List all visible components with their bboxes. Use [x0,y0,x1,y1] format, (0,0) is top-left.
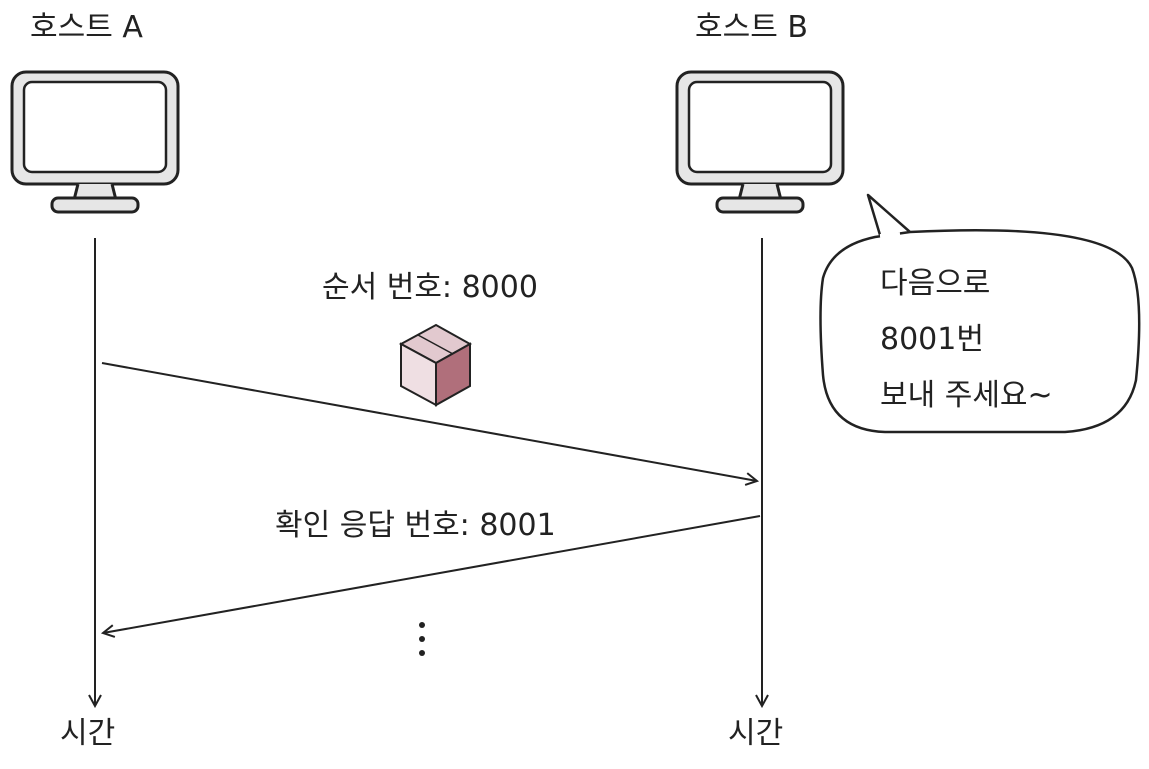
sequence-number-label: 순서 번호: 8000 [322,270,538,305]
speech-bubble [819,193,1141,434]
bubble-line: 다음으로 [880,266,991,301]
speech-bubble-text: 다음으로 8001번 보내 주세요~ [880,256,1053,424]
host-a-label: 호스트 A [30,10,143,45]
host-b-label: 호스트 B [695,10,808,45]
ack-number-label: 확인 응답 번호: 8001 [275,508,556,543]
ack-arrow [103,515,761,633]
host-a-monitor-icon [10,70,180,214]
packet-box-icon [398,323,473,407]
bubble-line: 보내 주세요~ [880,378,1053,413]
host-b-monitor-icon [675,70,845,214]
time-b-label: 시간 [728,716,784,751]
time-a-label: 시간 [60,716,116,751]
segment-arrow [101,362,757,481]
vertical-ellipsis-icon [419,622,425,656]
bubble-line: 8001번 [880,322,984,357]
